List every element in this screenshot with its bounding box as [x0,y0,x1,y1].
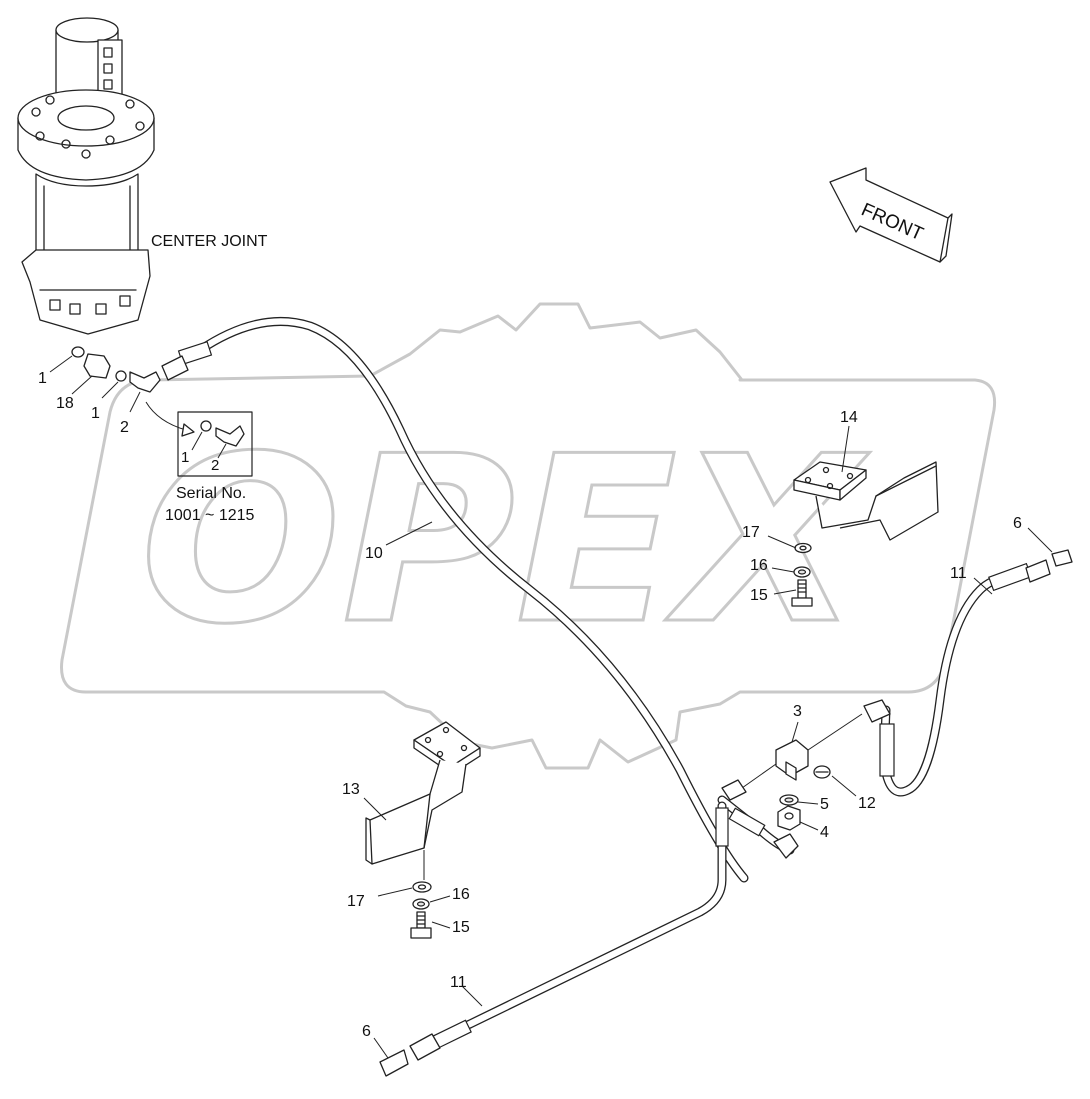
washer-5 [779,794,799,806]
callout-10: 10 [365,545,383,562]
fitting-6-bottom [379,1049,409,1077]
serial-inset [177,411,253,477]
elbow-2 [129,371,161,393]
callout-1a: 1 [38,370,47,387]
hose-11-right [863,549,1073,797]
center-joint [17,17,155,335]
callout-15a: 15 [750,587,768,604]
callout-6a: 6 [1013,515,1022,532]
plug-12 [813,765,831,779]
inset-callout-1: 1 [181,449,189,466]
callout-16b: 16 [452,886,470,903]
callout-3: 3 [793,703,802,720]
callout-6b: 6 [362,1023,371,1040]
watermark-gear [60,302,997,770]
bracket-13 [365,721,481,865]
callout-17a: 17 [742,524,760,541]
fasteners-14 [791,542,813,607]
callout-14: 14 [840,409,858,426]
watermark-logo: OPEX [140,408,870,675]
callout-12: 12 [858,795,876,812]
hose-10 [161,316,749,883]
o-ring-1a [71,346,85,358]
callout-1b: 1 [91,405,100,422]
inset-arrow [145,401,187,431]
bracket-14 [793,461,939,541]
fittings-upper-left [71,346,161,393]
connector-hose [717,779,799,859]
callout-15b: 15 [452,919,470,936]
inset-callout-2: 2 [211,457,219,474]
tee-fitting-3 [741,713,863,789]
callout-18: 18 [56,395,74,412]
nut-4 [777,805,801,831]
adapter-18 [83,353,111,379]
callout-11b: 11 [450,974,467,991]
callout-17b: 17 [347,893,365,910]
o-ring-1b [115,370,127,382]
callout-11a: 11 [950,565,967,582]
serial-label: Serial No. [176,485,246,502]
inset-arrowhead [181,423,195,437]
fasteners-13 [410,881,432,939]
front-arrow [829,167,953,263]
callout-2: 2 [120,419,129,436]
callout-16a: 16 [750,557,768,574]
callout-4: 4 [820,824,829,841]
callout-13: 13 [342,781,360,798]
callout-5: 5 [820,796,829,813]
fitting-6-right [1051,549,1073,567]
hose-11-bottom [379,801,729,1077]
center-joint-label: CENTER JOINT [151,233,268,250]
serial-range: 1001 ~ 1215 [165,507,255,524]
